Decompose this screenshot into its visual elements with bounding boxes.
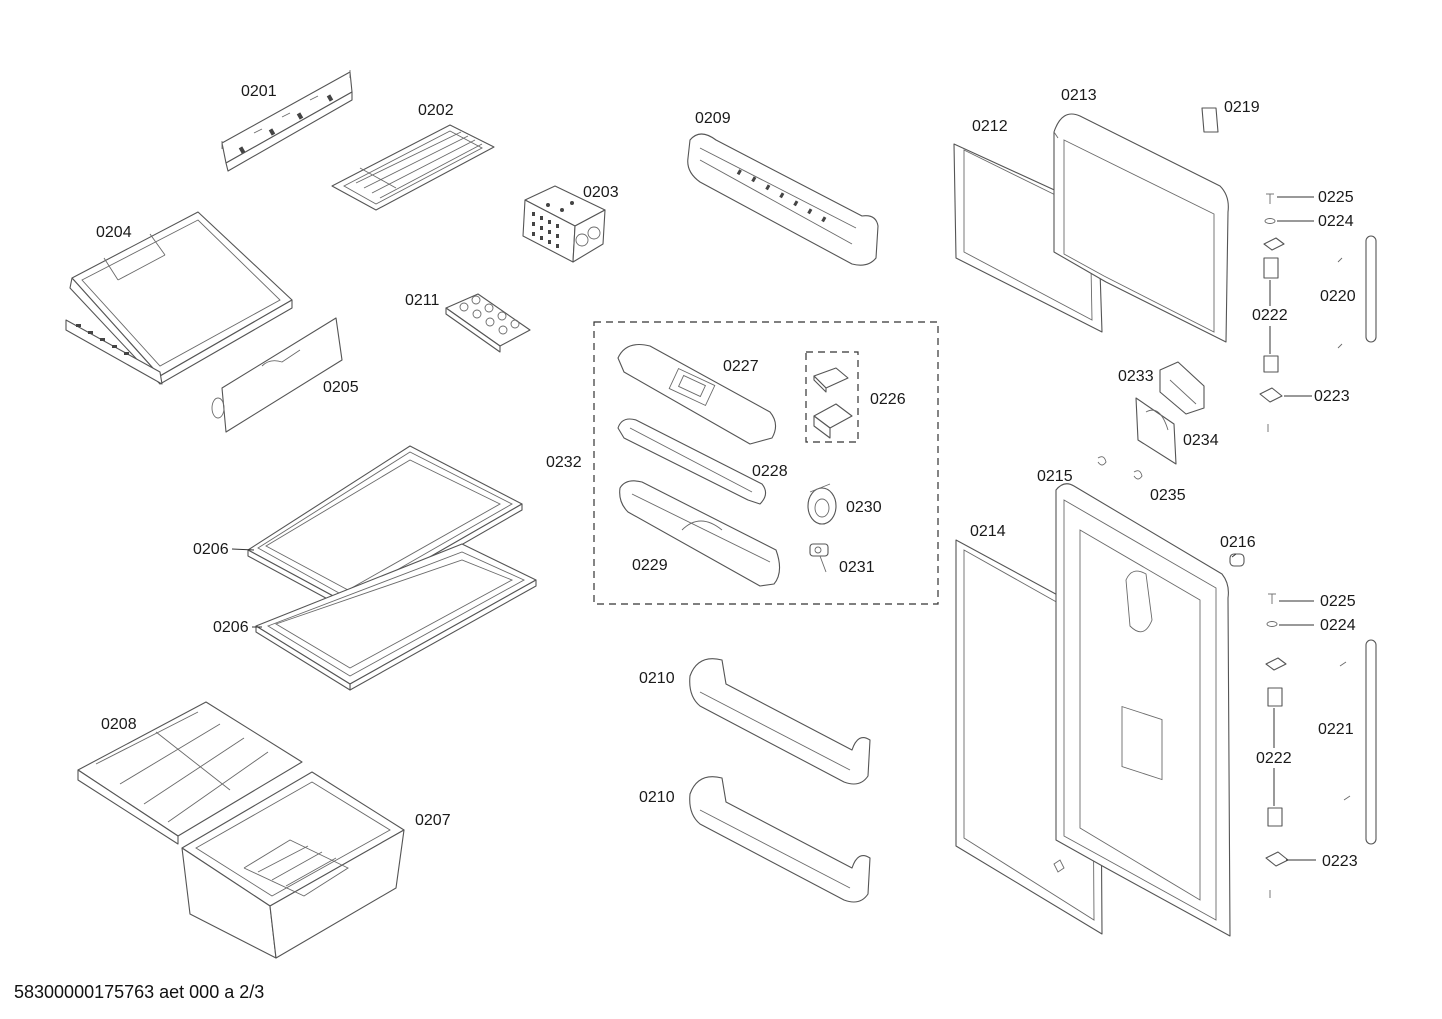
label-0214: 0214 bbox=[970, 523, 1006, 540]
document-reference-footer: 58300000175763 aet 000 a 2/3 bbox=[14, 982, 264, 1002]
part-0209-door-bin bbox=[687, 133, 879, 266]
label-0201: 0201 bbox=[241, 83, 277, 100]
label-0228: 0228 bbox=[752, 463, 788, 480]
part-0224-washer-lower bbox=[1266, 621, 1278, 627]
label-0208: 0208 bbox=[101, 716, 137, 733]
label-0223: 0223 bbox=[1322, 853, 1358, 870]
part-0204-tray bbox=[65, 211, 293, 385]
label-0227: 0227 bbox=[723, 358, 759, 375]
label-0206: 0206 bbox=[193, 541, 229, 558]
part-0230-valve bbox=[807, 483, 837, 525]
label-0234: 0234 bbox=[1183, 432, 1219, 449]
part-0205-panel bbox=[211, 317, 343, 433]
label-0225: 0225 bbox=[1318, 189, 1354, 206]
label-0213: 0213 bbox=[1061, 87, 1097, 104]
part-0235-springs bbox=[1097, 456, 1143, 480]
part-0226-buttons bbox=[813, 367, 853, 439]
part-0220-hinge-pin-upper bbox=[1337, 235, 1377, 349]
part-0222-hinge-lower bbox=[1265, 657, 1287, 827]
label-0222: 0222 bbox=[1252, 307, 1288, 324]
part-0207-crisper-drawer bbox=[181, 771, 405, 959]
part-0224-washer-upper bbox=[1264, 218, 1276, 224]
part-0206-glass-shelf-lower bbox=[255, 543, 537, 691]
part-0223-hinge-plate-upper bbox=[1259, 387, 1283, 432]
part-0219-label bbox=[1201, 107, 1219, 133]
part-0221-hinge-pin-lower bbox=[1339, 639, 1377, 845]
part-0201-cover-panel bbox=[221, 70, 353, 172]
label-0209: 0209 bbox=[695, 110, 731, 127]
label-0220: 0220 bbox=[1320, 288, 1356, 305]
label-0206: 0206 bbox=[213, 619, 249, 636]
part-0229-tray bbox=[619, 480, 781, 587]
label-0210: 0210 bbox=[639, 789, 675, 806]
label-0232: 0232 bbox=[546, 454, 582, 471]
label-0203: 0203 bbox=[583, 184, 619, 201]
part-0225-screw-lower bbox=[1268, 593, 1276, 604]
label-0211: 0211 bbox=[405, 292, 440, 309]
part-0213-door-upper bbox=[1053, 113, 1229, 343]
label-0229: 0229 bbox=[632, 557, 668, 574]
part-0215-door-lower bbox=[1055, 483, 1231, 937]
part-0211-egg-tray bbox=[445, 293, 531, 353]
part-0223-hinge-plate-lower bbox=[1265, 851, 1289, 898]
part-labels: 0201 0202 0203 0204 0205 0206 0206 0207 … bbox=[96, 83, 1358, 870]
label-0233: 0233 bbox=[1118, 368, 1154, 385]
label-0235: 0235 bbox=[1150, 487, 1186, 504]
label-0205: 0205 bbox=[323, 379, 359, 396]
leader-lines bbox=[231, 196, 1316, 861]
label-0230: 0230 bbox=[846, 499, 882, 516]
assembly-0226-boundary bbox=[805, 351, 859, 443]
label-0231: 0231 bbox=[839, 559, 875, 576]
label-0224: 0224 bbox=[1320, 617, 1356, 634]
part-0208-crisper-cover bbox=[77, 701, 303, 845]
label-0225: 0225 bbox=[1320, 593, 1356, 610]
label-0202: 0202 bbox=[418, 102, 454, 119]
label-0215: 0215 bbox=[1037, 468, 1073, 485]
part-0222-hinge-upper bbox=[1263, 237, 1285, 373]
label-0226: 0226 bbox=[870, 391, 906, 408]
part-0216-clip bbox=[1229, 553, 1245, 567]
part-0227-dispenser-cover bbox=[617, 343, 777, 445]
part-0203-control-box bbox=[522, 185, 606, 263]
part-0231-lever bbox=[809, 543, 829, 573]
part-0233-bracket bbox=[1159, 361, 1205, 415]
label-0216: 0216 bbox=[1220, 534, 1256, 551]
label-0210: 0210 bbox=[639, 670, 675, 687]
label-0212: 0212 bbox=[972, 118, 1008, 135]
label-0222: 0222 bbox=[1256, 750, 1292, 767]
part-0210-door-bin-lower bbox=[689, 776, 871, 903]
assembly-0232-boundary bbox=[593, 321, 939, 605]
part-0234-cover bbox=[1135, 397, 1177, 465]
label-0219: 0219 bbox=[1224, 99, 1260, 116]
label-0223: 0223 bbox=[1314, 388, 1350, 405]
part-0225-screw-upper bbox=[1266, 193, 1274, 204]
part-0210-door-bin-upper bbox=[689, 658, 871, 785]
part-0202-cover-grid bbox=[331, 124, 495, 211]
label-0207: 0207 bbox=[415, 812, 451, 829]
label-0221: 0221 bbox=[1318, 721, 1354, 738]
part-0228-frame bbox=[617, 418, 767, 505]
label-0224: 0224 bbox=[1318, 213, 1354, 230]
label-0204: 0204 bbox=[96, 224, 132, 241]
